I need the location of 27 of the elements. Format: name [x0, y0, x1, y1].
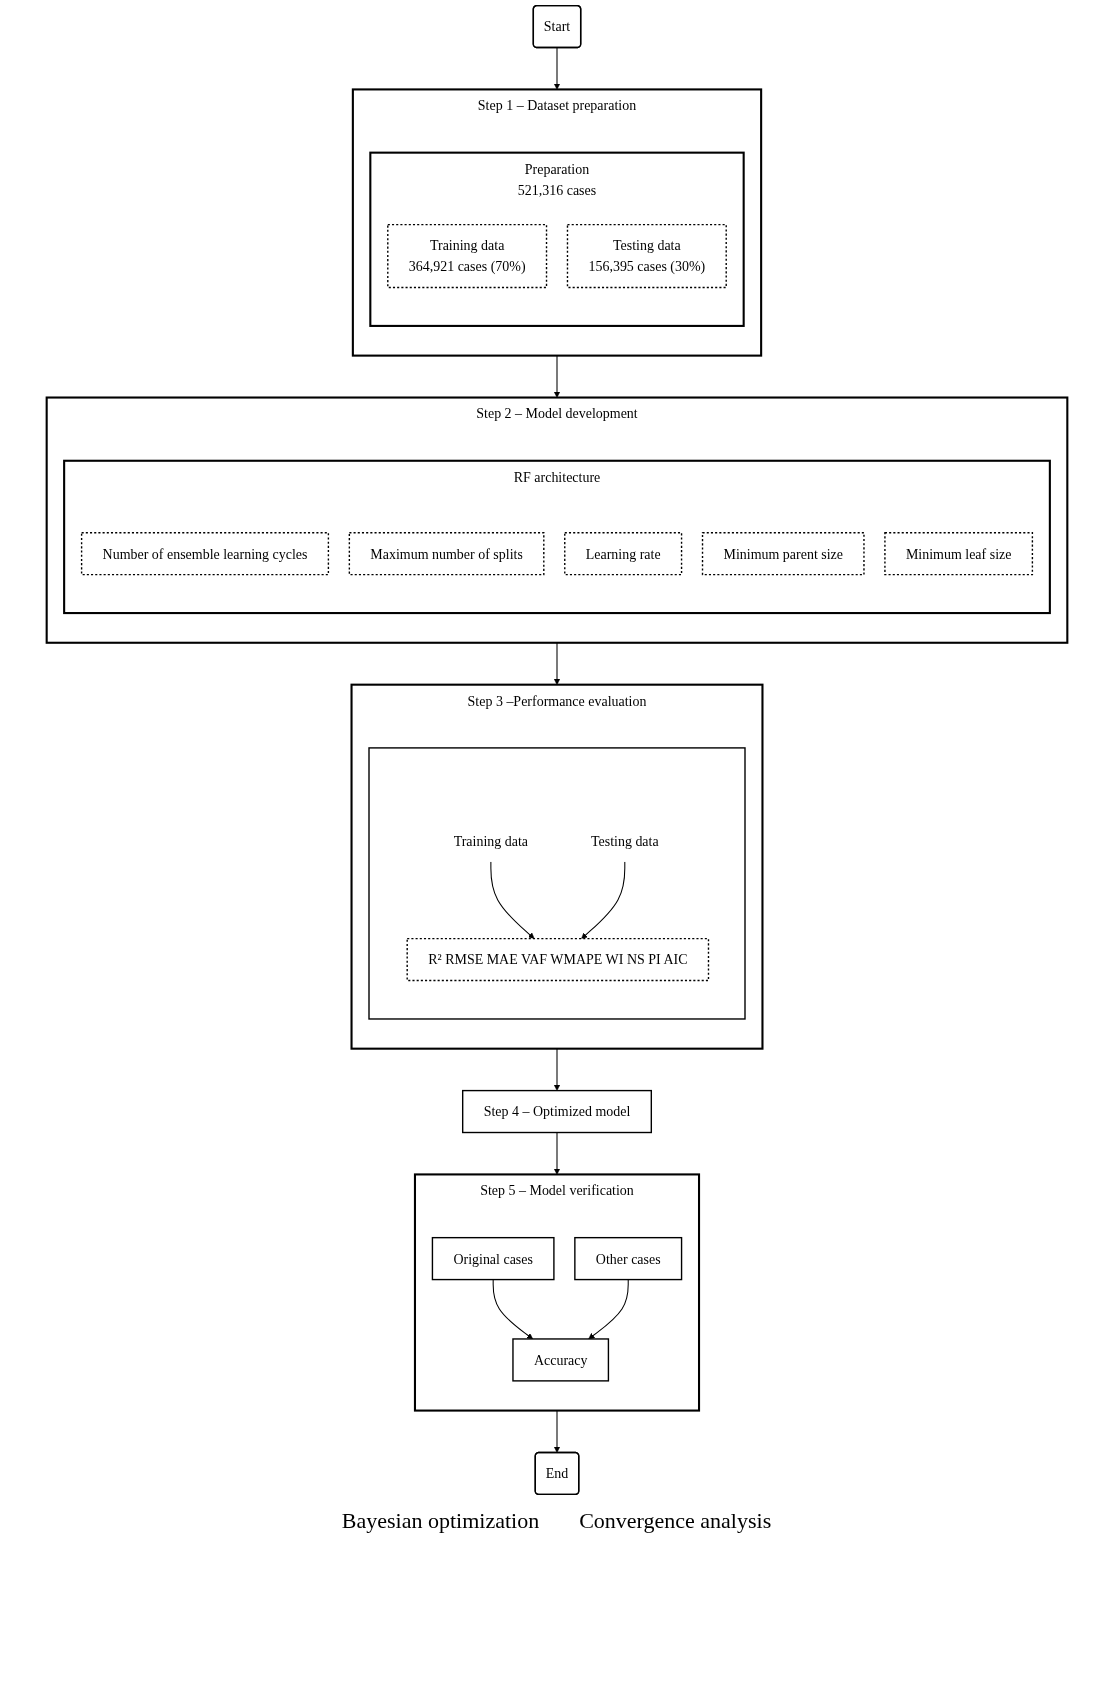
arrow — [553, 642, 560, 685]
node-text: Testing data — [590, 833, 659, 849]
node-box: Minimum leaf size — [883, 532, 1033, 576]
cluster — [367, 747, 746, 1020]
arrow — [492, 1279, 533, 1340]
arrow — [553, 1410, 560, 1453]
group-heading: Convergence analysis — [579, 1508, 772, 1534]
arrow — [580, 861, 625, 939]
node-box: Other cases — [573, 1236, 682, 1281]
node-box: Learning rate — [563, 532, 682, 576]
node-box: Minimum parent size — [701, 532, 865, 576]
arrow — [587, 1279, 629, 1340]
node-box: Maximum number of splits — [348, 532, 544, 576]
node-box: Testing data 156,395 cases (30%) — [566, 223, 727, 289]
arrow — [553, 1048, 560, 1091]
node-box: Original cases — [431, 1236, 555, 1281]
arrow — [553, 355, 560, 398]
arrow — [553, 1132, 560, 1175]
arrow — [489, 861, 534, 939]
node-text: Training data — [453, 833, 528, 849]
group-heading: Bayesian optimization — [341, 1508, 540, 1534]
arrow — [553, 47, 560, 90]
node-box: R² RMSE MAE VAF WMAPE WI NS PI AIC — [406, 937, 709, 982]
node-box: Number of ensemble learning cycles — [80, 532, 329, 576]
node-box: Accuracy — [511, 1338, 609, 1382]
node-box: Step 4 – Optimized model — [461, 1089, 652, 1134]
node-box: Training data 364,921 cases (70%) — [386, 223, 547, 289]
